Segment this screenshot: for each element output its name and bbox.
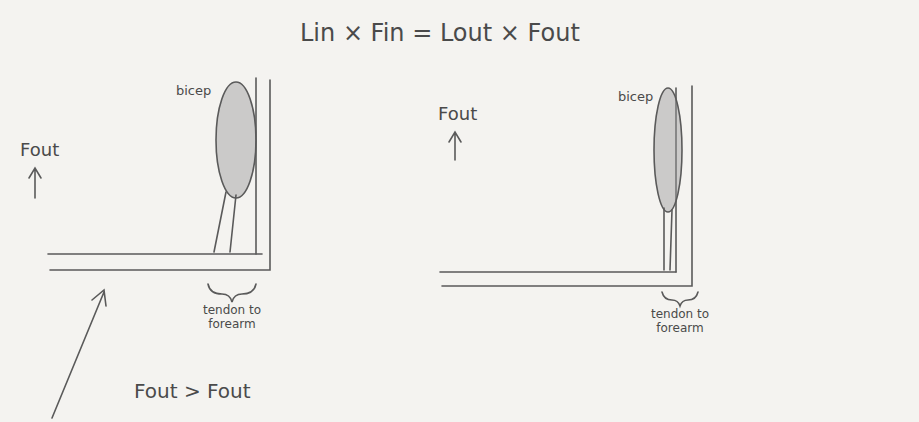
tendon-label: tendon to forearm — [644, 308, 716, 336]
upper-arm-line — [255, 78, 257, 254]
forearm-line — [440, 271, 676, 273]
muscle-label: bicep — [618, 90, 653, 105]
bicep-shape — [654, 88, 682, 212]
tendon-lines — [214, 192, 236, 252]
force-arrow — [29, 168, 41, 198]
forearm-line — [48, 253, 262, 255]
tendon-label: tendon to forearm — [196, 304, 268, 332]
force-label: Fout — [438, 104, 477, 125]
brace — [208, 284, 256, 302]
comparison: Fout > Fout — [134, 380, 251, 403]
bicep-shape — [216, 82, 256, 198]
equation: Lin × Fin = Lout × Fout — [300, 20, 580, 48]
force-label: Fout — [20, 140, 59, 161]
arm-outline — [442, 86, 692, 286]
pointer-arrow — [52, 290, 106, 418]
arm-outline — [50, 80, 270, 270]
force-arrow — [449, 132, 461, 160]
muscle-label: bicep — [176, 84, 211, 99]
brace — [662, 292, 698, 306]
tendon-lines — [664, 208, 672, 270]
